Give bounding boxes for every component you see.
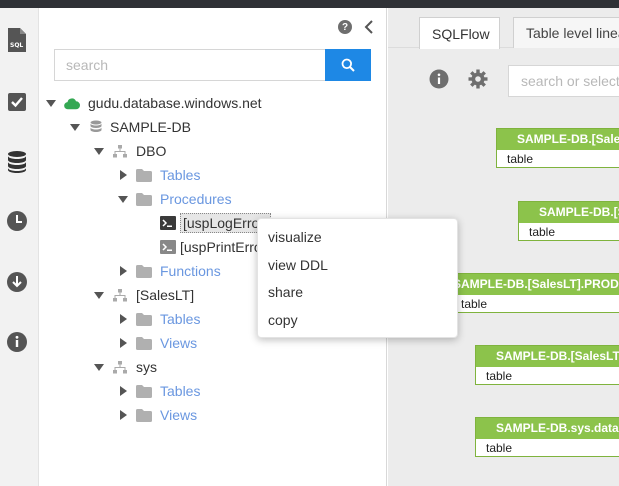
tree-node-schema-dbo[interactable]: DBO bbox=[92, 140, 166, 162]
folder-icon bbox=[136, 383, 152, 399]
tree-node-usplogerror[interactable]: [uspLogError] bbox=[140, 212, 271, 234]
tree-node-schema-sys[interactable]: sys bbox=[92, 356, 157, 378]
context-menu: visualize view DDL share copy bbox=[257, 218, 458, 338]
caret-right-icon[interactable] bbox=[116, 410, 130, 420]
folder-icon bbox=[136, 263, 152, 279]
table-node-title: SAMPLE-DB.[SalesLT] bbox=[519, 202, 619, 223]
gear-icon[interactable] bbox=[468, 69, 488, 89]
diagram-table-node[interactable]: SAMPLE-DB.[SalesLT] table bbox=[475, 345, 619, 385]
tree-node-label: gudu.database.windows.net bbox=[88, 95, 262, 111]
tree-node-label: [uspLogError] bbox=[180, 213, 271, 233]
context-menu-visualize[interactable]: visualize bbox=[268, 229, 322, 245]
caret-down-icon[interactable] bbox=[92, 291, 106, 299]
tree-node-sys-tables[interactable]: Tables bbox=[116, 380, 200, 402]
schema-icon bbox=[112, 359, 128, 375]
table-node-type: table bbox=[507, 152, 534, 166]
caret-right-icon[interactable] bbox=[116, 386, 130, 396]
database-icon[interactable] bbox=[5, 150, 29, 174]
collapse-panel-icon[interactable] bbox=[364, 20, 374, 34]
tree-node-label: Views bbox=[160, 335, 198, 351]
caret-down-icon[interactable] bbox=[92, 363, 106, 371]
table-node-title: SAMPLE-DB.[SalesLT].PRODUCT bbox=[451, 274, 619, 295]
table-node-title: SAMPLE-DB.sys.database bbox=[476, 418, 619, 439]
caret-down-icon[interactable] bbox=[116, 195, 130, 203]
tab-bar: SQLFlow Table level lineage bbox=[388, 8, 619, 49]
folder-icon bbox=[136, 335, 152, 351]
info-icon[interactable] bbox=[5, 330, 29, 354]
sql-file-icon[interactable]: SQL bbox=[5, 28, 29, 52]
search-icon bbox=[341, 58, 355, 72]
tree-node-label: Procedures bbox=[160, 191, 232, 207]
caret-down-icon[interactable] bbox=[92, 147, 106, 155]
left-sidebar: SQL bbox=[0, 8, 39, 486]
tree-node-dbo-tables[interactable]: Tables bbox=[116, 164, 200, 186]
panel-tools: ? bbox=[338, 20, 374, 34]
checklist-icon[interactable] bbox=[5, 90, 29, 114]
tree-search bbox=[54, 49, 371, 81]
help-icon[interactable]: ? bbox=[338, 20, 352, 34]
cloud-icon bbox=[64, 95, 80, 111]
top-bar bbox=[0, 0, 619, 8]
context-menu-share[interactable]: share bbox=[268, 284, 304, 300]
folder-icon bbox=[136, 167, 152, 183]
tree-node-database[interactable]: SAMPLE-DB bbox=[68, 116, 191, 138]
schema-icon bbox=[112, 143, 128, 159]
clock-icon[interactable] bbox=[5, 209, 29, 233]
caret-down-icon[interactable] bbox=[44, 99, 58, 107]
table-node-title: SAMPLE-DB.[SalesLT] bbox=[476, 346, 619, 367]
tab-sqlflow[interactable]: SQLFlow bbox=[419, 17, 500, 49]
tree-node-server[interactable]: gudu.database.windows.net bbox=[44, 92, 262, 114]
folder-icon bbox=[136, 407, 152, 423]
table-node-type: table bbox=[529, 225, 556, 239]
tree-node-label: [SalesLT] bbox=[136, 287, 195, 303]
tree-node-label: Tables bbox=[160, 383, 201, 399]
folder-icon bbox=[136, 311, 152, 327]
diagram-search-input[interactable]: search or select bbox=[508, 65, 619, 97]
tree-node-saleslt-tables[interactable]: Tables bbox=[116, 308, 200, 330]
caret-right-icon[interactable] bbox=[116, 338, 130, 348]
table-node-type: table bbox=[486, 369, 513, 383]
tree-node-uspprinterror[interactable]: [uspPrintError] bbox=[140, 236, 270, 258]
schema-icon bbox=[112, 287, 128, 303]
tree-node-dbo-functions[interactable]: Functions bbox=[116, 260, 221, 282]
context-menu-copy[interactable]: copy bbox=[268, 311, 298, 328]
table-node-title: SAMPLE-DB.[SalesLT]. bbox=[497, 129, 619, 150]
tree-node-label: Tables bbox=[160, 311, 201, 327]
database-icon bbox=[88, 119, 104, 135]
svg-text:SQL: SQL bbox=[10, 42, 23, 49]
table-node-type: table bbox=[486, 441, 513, 455]
diagram-table-node[interactable]: SAMPLE-DB.[SalesLT].PRODUCT table bbox=[450, 273, 619, 313]
folder-open-icon bbox=[136, 191, 152, 207]
tree-node-label: SAMPLE-DB bbox=[110, 119, 191, 135]
tree-node-label: Tables bbox=[160, 167, 201, 183]
procedure-icon bbox=[160, 239, 176, 255]
tree-search-button[interactable] bbox=[325, 49, 371, 81]
download-icon[interactable] bbox=[5, 270, 29, 294]
diagram-table-node[interactable]: SAMPLE-DB.[SalesLT] table bbox=[518, 201, 619, 241]
tree-node-schema-saleslt[interactable]: [SalesLT] bbox=[92, 284, 194, 306]
tab-table-level-lineage[interactable]: Table level lineage bbox=[513, 17, 619, 48]
caret-right-icon[interactable] bbox=[116, 170, 130, 180]
tree-node-dbo-procedures[interactable]: Procedures bbox=[116, 188, 232, 210]
tree-node-saleslt-views[interactable]: Views bbox=[116, 332, 197, 354]
caret-right-icon[interactable] bbox=[116, 266, 130, 276]
tree-node-label: DBO bbox=[136, 143, 167, 159]
caret-down-icon[interactable] bbox=[68, 123, 82, 131]
diagram-table-node[interactable]: SAMPLE-DB.[SalesLT]. table bbox=[496, 128, 619, 168]
tree-node-sys-views[interactable]: Views bbox=[116, 404, 197, 426]
context-menu-view-ddl[interactable]: view DDL bbox=[268, 256, 328, 273]
table-node-type: table bbox=[461, 297, 488, 311]
tree-search-input[interactable] bbox=[54, 49, 325, 81]
tree-node-label: Functions bbox=[160, 263, 221, 279]
tree-node-label: Views bbox=[160, 407, 198, 423]
procedure-icon bbox=[160, 215, 176, 231]
tree-node-label: [uspPrintError] bbox=[180, 239, 271, 255]
tree-node-label: sys bbox=[136, 359, 157, 375]
caret-right-icon[interactable] bbox=[116, 314, 130, 324]
info-icon[interactable] bbox=[429, 69, 449, 89]
diagram-table-node[interactable]: SAMPLE-DB.sys.database table bbox=[475, 417, 619, 457]
